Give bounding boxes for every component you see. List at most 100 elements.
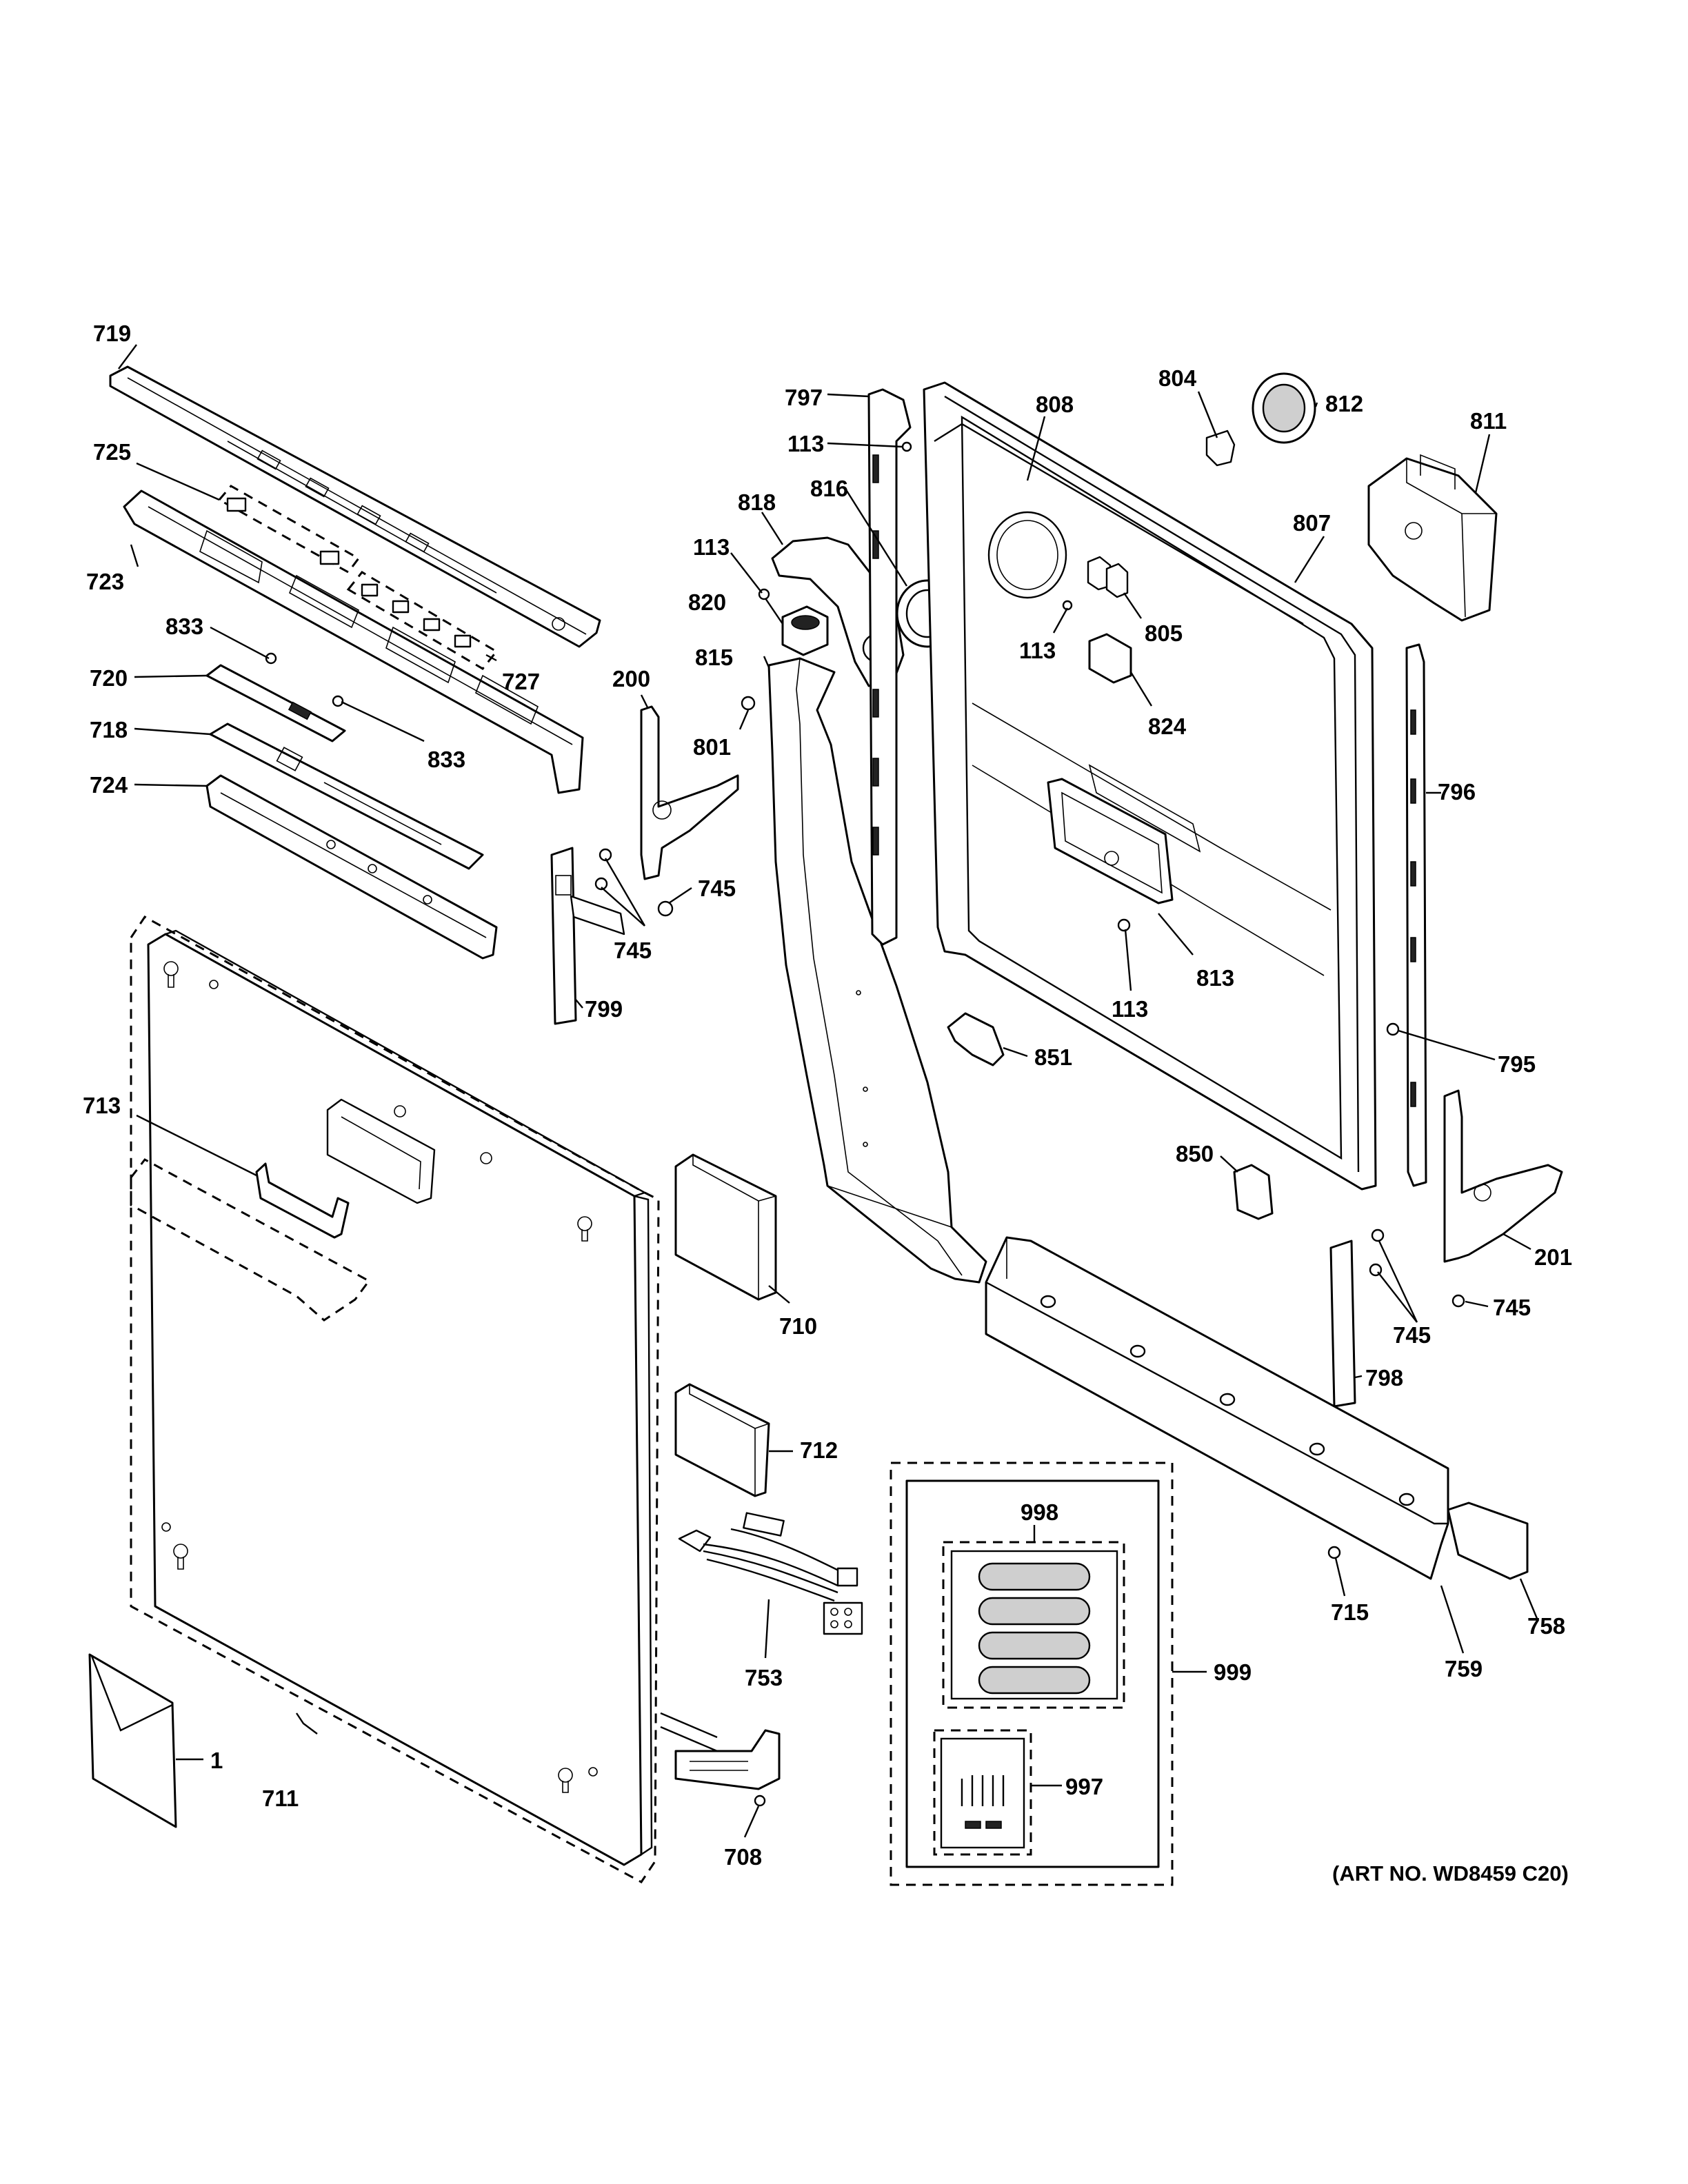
label-804: 804 [1158,365,1197,391]
part-718-control-board [209,722,484,870]
label-724: 724 [90,772,128,798]
label-710: 710 [779,1313,817,1339]
label-113-d: 113 [1112,996,1148,1022]
literature-envelope-group [88,1653,177,1828]
right-hinge-group [1329,643,1563,1408]
label-999: 999 [1214,1659,1252,1685]
center-channel-group [741,388,987,1284]
label-715: 715 [1331,1599,1369,1625]
part-997-hardware [961,1775,1005,1829]
part-724-housing-tray [205,774,498,960]
part-799-hinge-bracket [550,847,577,1025]
label-745-a: 745 [698,876,736,901]
label-113-b: 113 [693,534,730,560]
label-811: 811 [1470,408,1507,434]
label-745-b: 745 [614,938,652,963]
label-801: 801 [693,734,731,760]
part-713-handle-dashed [130,1158,371,1322]
part-753-wire-harness [678,1529,712,1553]
part-708-bracket [674,1729,781,1790]
label-820: 820 [688,589,726,615]
kickplate-group [985,1236,1529,1580]
label-818: 818 [738,489,776,515]
label-708: 708 [724,1844,762,1870]
part-999-kit-dashed [890,1462,1174,1886]
outer-door-panel [147,933,643,1866]
label-824: 824 [1148,714,1187,739]
part-labels: 719 725 723 833 720 718 724 727 833 200 … [83,321,1572,1885]
part-200-hinge-left [640,705,739,880]
part-711-outer-door-dashed [130,916,660,1883]
leader-lines [118,344,1539,1838]
label-833-a: 833 [165,614,203,639]
dispenser-parts-group [1062,372,1498,684]
label-719: 719 [93,321,131,346]
wire-harness-group [678,1512,863,1635]
label-759: 759 [1445,1656,1483,1681]
label-796: 796 [1438,779,1476,805]
label-113-c: 113 [1019,638,1056,663]
label-813: 813 [1196,965,1234,991]
label-712: 712 [800,1437,838,1463]
part-808-door-gasket [934,423,1304,625]
label-113-a: 113 [787,431,824,456]
part-998-springs [978,1562,1091,1695]
label-725: 725 [93,439,131,465]
part-720-board [205,664,346,742]
art-number: (ART NO. WD8459 C20) [1332,1861,1569,1885]
outer-door-group [130,916,660,1883]
label-200: 200 [612,666,650,691]
label-727: 727 [502,669,540,694]
label-723: 723 [86,569,124,594]
part-727-button-set [346,571,499,670]
label-812: 812 [1325,391,1363,416]
part-824-component [1088,633,1132,684]
label-795: 795 [1498,1051,1536,1077]
part-797-door-rail [867,388,912,946]
label-808: 808 [1036,392,1074,417]
insulation-blocks-group [674,1153,777,1497]
label-816: 816 [810,476,848,501]
label-799: 799 [585,996,623,1022]
label-713: 713 [83,1093,121,1118]
part-723-control-housing [123,489,584,794]
part-820-fan [781,605,829,656]
label-711: 711 [262,1786,299,1811]
label-815: 815 [695,645,733,670]
part-813-plate [1047,778,1174,904]
part-201-hinge-right [1443,1089,1563,1263]
label-758: 758 [1527,1613,1565,1639]
label-718: 718 [90,717,128,742]
control-panel-group [109,365,601,960]
part-804-clip [1205,429,1236,467]
label-850: 850 [1176,1141,1214,1166]
screws-833 [265,652,344,707]
label-201: 201 [1534,1244,1572,1270]
small-brackets-group [947,1012,1274,1220]
inner-door-group [923,381,1377,1191]
part-997-hardware-dashed [933,1729,1032,1856]
label-720: 720 [90,665,128,691]
label-1: 1 [210,1748,223,1773]
label-745-d: 745 [1393,1322,1431,1348]
hinge-left-group [550,705,739,1025]
part-815-vent-duct [767,657,987,1284]
label-745-c: 745 [1493,1295,1531,1320]
part-851-bracket [947,1012,1005,1066]
part-1-literature-envelope [88,1653,177,1828]
part-850-bracket [1233,1164,1274,1220]
spring-kit-group [890,1462,1174,1886]
label-851: 851 [1034,1044,1072,1070]
part-710-insulation [674,1153,777,1301]
label-798: 798 [1365,1365,1403,1391]
part-807-inner-door [923,381,1377,1191]
part-713-handle [255,1162,350,1239]
part-798-hinge-bracket [1329,1240,1356,1408]
label-998: 998 [1021,1499,1058,1525]
label-807: 807 [1293,510,1331,536]
label-753: 753 [745,1665,783,1690]
part-796-door-rail [1405,643,1427,1187]
label-797: 797 [785,385,823,410]
label-997: 997 [1065,1774,1103,1799]
